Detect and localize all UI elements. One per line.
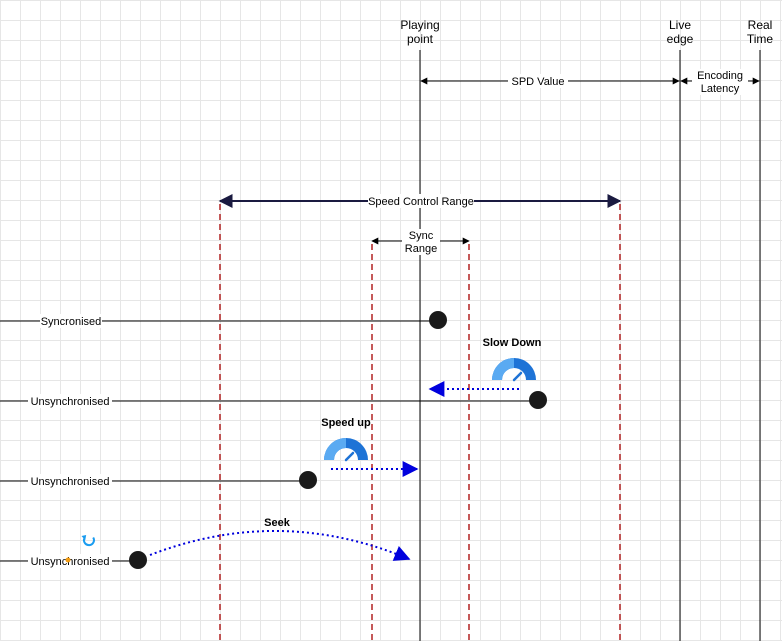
speed-up-label: Speed up — [321, 417, 371, 429]
real-time-header: Real Time — [747, 18, 774, 46]
live-edge-header: Live edge — [667, 18, 694, 46]
row-4-label: Unsynchronised — [31, 556, 110, 568]
row-unsynchronised-speed-up: Unsynchronised Speed up — [0, 417, 419, 489]
live-edge-label-1: Live — [669, 18, 691, 32]
live-edge-label-2: edge — [667, 32, 694, 46]
encoding-latency-label-1: Encoding — [697, 70, 743, 82]
playing-point-label-1: Playing — [400, 18, 439, 32]
row-1-position-dot — [429, 311, 447, 329]
row-1-label: Syncronised — [41, 316, 102, 328]
playing-point-header: Playing point — [400, 18, 439, 46]
spd-value-label: SPD Value — [512, 76, 565, 88]
row-3-position-dot — [299, 471, 317, 489]
seek-arrow — [149, 529, 411, 561]
row-3-label: Unsynchronised — [31, 476, 110, 488]
speedometer-icon — [324, 438, 368, 462]
sync-range-label-1: Sync — [409, 230, 434, 242]
refresh-icon[interactable] — [81, 535, 95, 547]
row-4-orange-marker — [65, 557, 71, 563]
real-time-label-2: Time — [747, 32, 774, 46]
row-syncronised: Syncronised — [0, 311, 447, 329]
speed-control-range-label: Speed Control Range — [368, 196, 474, 208]
playing-point-label-2: point — [407, 32, 434, 46]
slow-down-label: Slow Down — [483, 337, 542, 349]
row-unsynchronised-slow-down: Unsynchronised Slow Down — [0, 337, 547, 409]
speed-control-range-label-bg — [368, 194, 474, 208]
row-3-label-bg — [28, 474, 112, 488]
row-unsynchronised-seek: Unsynchronised Seek — [0, 517, 411, 569]
encoding-latency-label-2: Latency — [701, 83, 740, 95]
row-2-position-dot — [529, 391, 547, 409]
speedometer-icon — [492, 358, 536, 382]
real-time-label-1: Real — [748, 18, 773, 32]
row-1-label-bg — [40, 314, 102, 328]
row-2-label-bg — [28, 394, 112, 408]
row-4-position-dot — [129, 551, 147, 569]
row-2-label: Unsynchronised — [31, 396, 110, 408]
sync-range-label-2: Range — [405, 243, 437, 255]
encoding-latency-label-bg — [692, 69, 748, 95]
seek-label: Seek — [264, 517, 291, 529]
sync-range-label-bg — [402, 229, 440, 255]
spd-value-label-bg — [508, 74, 568, 88]
